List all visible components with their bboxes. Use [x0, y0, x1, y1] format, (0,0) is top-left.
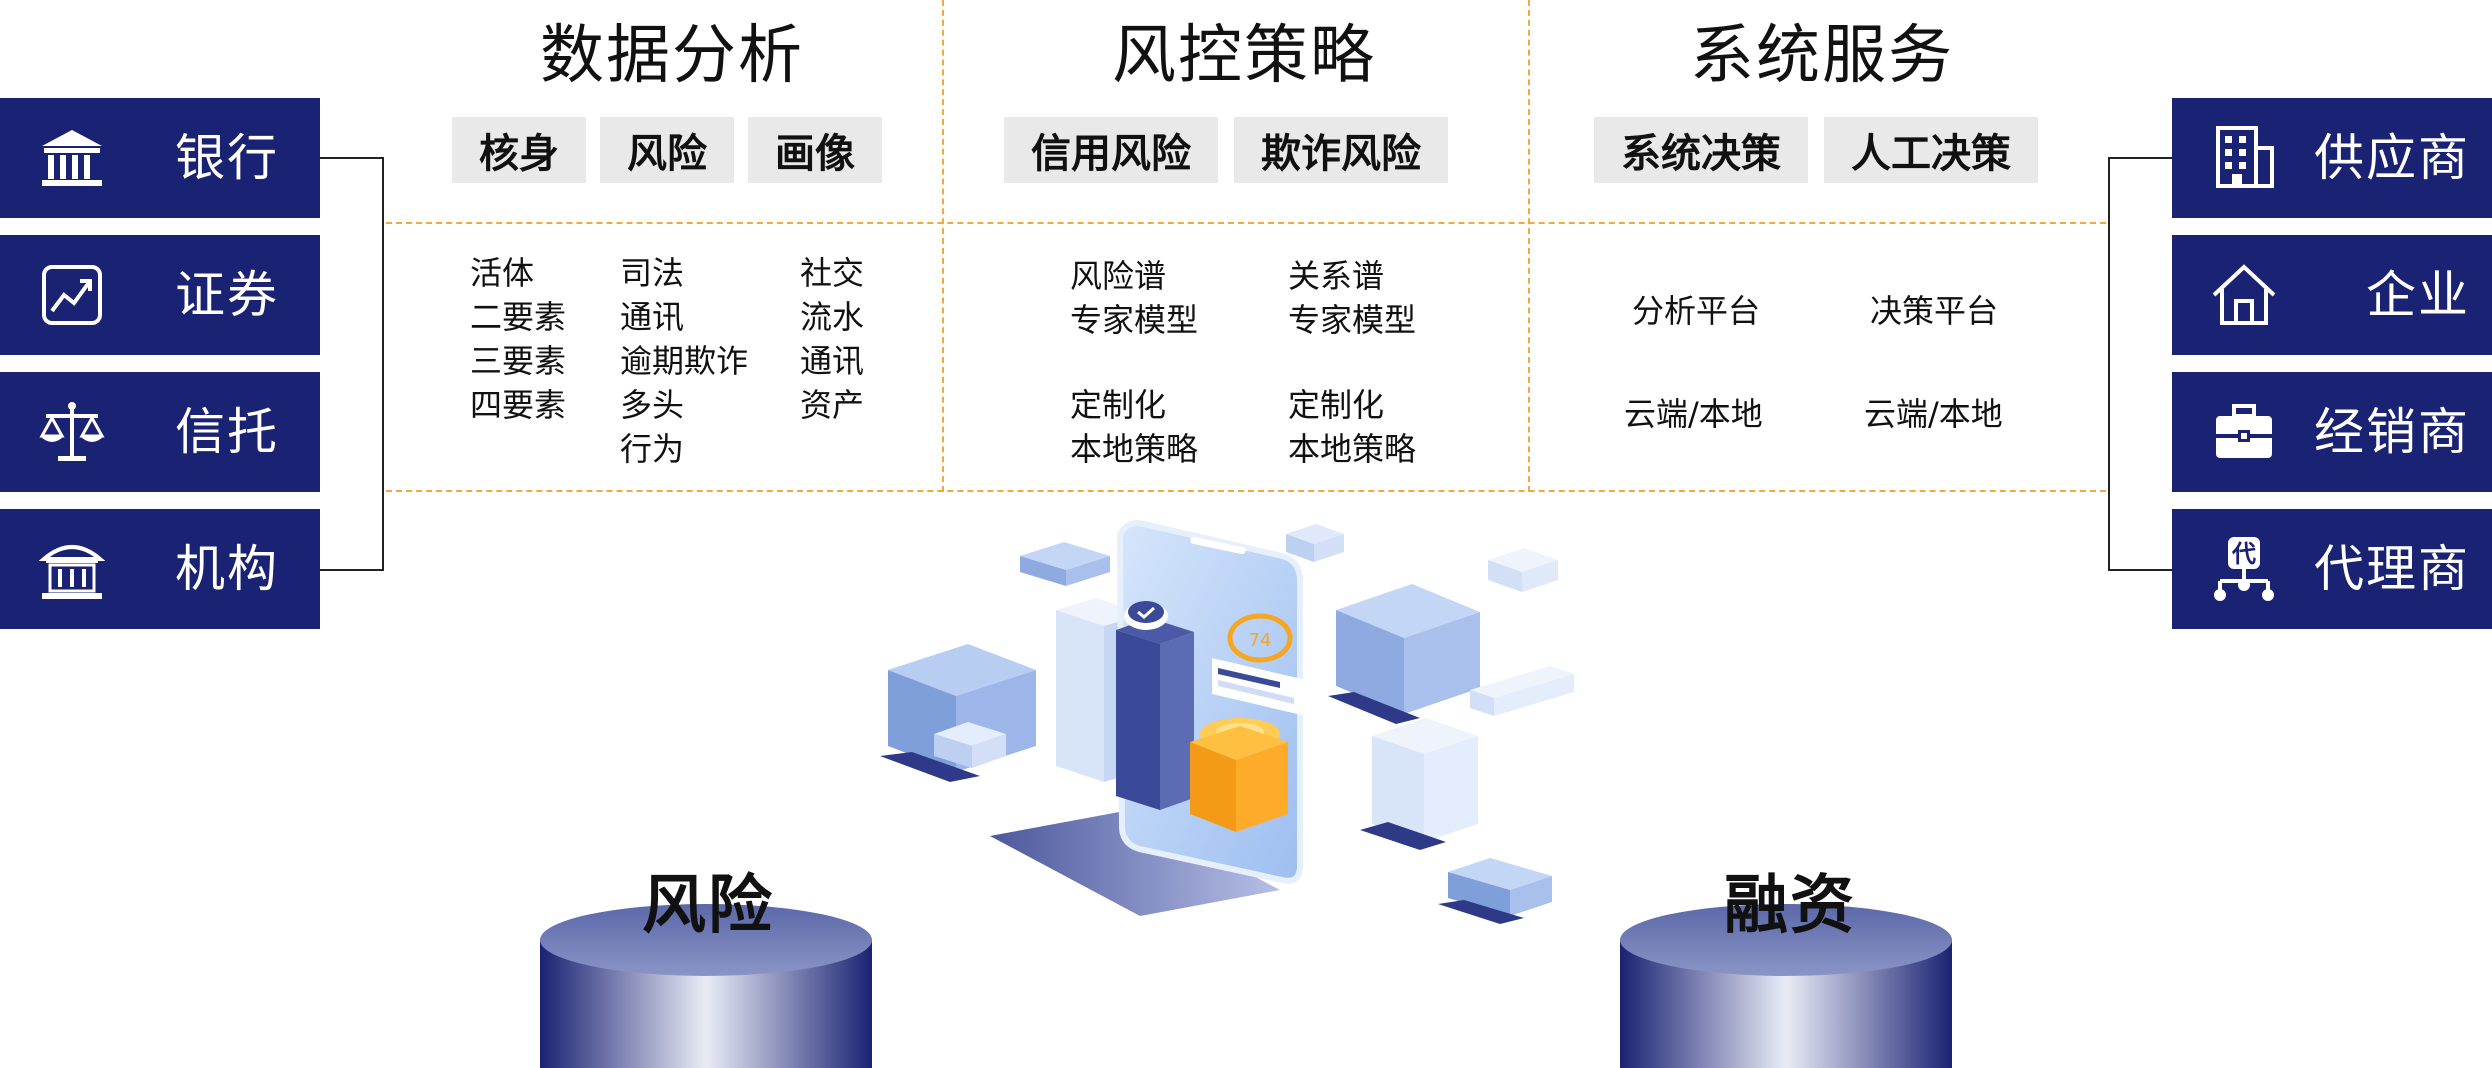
- tile-label: 供应商: [2314, 129, 2470, 187]
- office-building-icon: [2216, 126, 2274, 188]
- divider: [1528, 0, 1530, 492]
- list-item: 风险谱: [1070, 257, 1167, 295]
- cylinder-risk: [540, 904, 872, 1068]
- tag-system-decision: 系统决策: [1594, 117, 1808, 183]
- list-item: 逾期欺诈: [620, 342, 749, 380]
- left-connector: [320, 157, 384, 571]
- agent-network-icon: 代: [2214, 537, 2274, 601]
- divider: [386, 222, 2106, 224]
- svg-text:74: 74: [1249, 630, 1272, 651]
- cube-small: [1488, 548, 1558, 592]
- phone: 74: [1116, 520, 1306, 884]
- list-item: 通讯: [800, 342, 865, 380]
- tile-enterprise[interactable]: 企业: [2172, 235, 2492, 355]
- tile-label: 机构: [175, 540, 279, 598]
- list-item: 专家模型: [1070, 301, 1199, 339]
- list-item: 资产: [800, 386, 865, 424]
- cube-small: [1470, 666, 1574, 716]
- tag-identity: 核身: [452, 117, 586, 183]
- list-item: 流水: [800, 298, 865, 336]
- cube-small: [1438, 858, 1552, 924]
- tile-distributor[interactable]: 经销商: [2172, 372, 2492, 492]
- cube-small: [1020, 542, 1110, 586]
- section-title-risk-strategy: 风控策略: [1112, 19, 1376, 93]
- list-item: 本地策略: [1070, 430, 1199, 468]
- tile-label: 银行: [175, 129, 279, 187]
- tile-label: 经销商: [2314, 403, 2470, 461]
- tile-label: 代理商: [2314, 540, 2470, 598]
- agent-glyph: 代: [2231, 540, 2256, 568]
- list-item: 活体: [470, 254, 535, 292]
- list-item: 四要素: [470, 386, 567, 424]
- divider: [386, 490, 2106, 492]
- list-item: 二要素: [470, 298, 567, 336]
- list-item: 本地策略: [1288, 430, 1417, 468]
- list-item: 定制化: [1070, 386, 1167, 424]
- list-item: 专家模型: [1288, 301, 1417, 339]
- phone-shadow: [990, 810, 1280, 916]
- cube-medium: [1360, 718, 1478, 850]
- cube-large-right: [1328, 584, 1480, 724]
- list-item: 社交: [800, 254, 865, 292]
- tile-agent[interactable]: 代 代理商: [2172, 509, 2492, 629]
- tag-manual-decision: 人工决策: [1824, 117, 2038, 183]
- tile-trust[interactable]: 信托: [0, 372, 320, 492]
- chart-icon: [42, 265, 102, 325]
- list-item: 司法: [620, 254, 685, 292]
- tile-securities[interactable]: 证券: [0, 235, 320, 355]
- list-item: 多头: [620, 386, 685, 424]
- scale-icon: [39, 402, 105, 461]
- cylinder-financing: [1620, 904, 1952, 1068]
- briefcase-icon: [2216, 404, 2272, 458]
- tile-supplier[interactable]: 供应商: [2172, 98, 2492, 218]
- cube-small: [934, 722, 1006, 768]
- list-item: 行为: [620, 430, 685, 468]
- cube-small: [1286, 524, 1344, 562]
- list-item: 云端/本地: [1864, 395, 2003, 433]
- tag-credit-risk: 信用风险: [1004, 117, 1218, 183]
- tile-label: 证券: [175, 266, 279, 324]
- list-item: 通讯: [620, 298, 685, 336]
- building-icon: [38, 545, 106, 599]
- section-title-system-service: 系统服务: [1690, 19, 1954, 93]
- list-item: 决策平台: [1870, 292, 1999, 330]
- home-icon: [2212, 264, 2276, 325]
- list-item: 三要素: [470, 342, 567, 380]
- tag-fraud-risk: 欺诈风险: [1234, 117, 1448, 183]
- right-connector: [2108, 157, 2172, 571]
- tile-bank[interactable]: 银行: [0, 98, 320, 218]
- tile-label: 信托: [175, 403, 279, 461]
- tile-label: 企业: [2366, 266, 2470, 324]
- bank-icon: [42, 130, 102, 186]
- label-risk: 风险: [642, 869, 774, 943]
- tag-risk: 风险: [600, 117, 734, 183]
- list-item: 分析平台: [1632, 292, 1761, 330]
- label-financing: 融资: [1724, 869, 1856, 943]
- divider: [942, 0, 944, 492]
- isometric-illustration: 74: [880, 520, 1574, 924]
- section-title-data-analysis: 数据分析: [540, 19, 804, 93]
- list-item: 云端/本地: [1624, 395, 1763, 433]
- list-item: 关系谱: [1288, 257, 1385, 295]
- tile-institution[interactable]: 机构: [0, 509, 320, 629]
- list-item: 定制化: [1288, 386, 1385, 424]
- tag-profile: 画像: [748, 117, 882, 183]
